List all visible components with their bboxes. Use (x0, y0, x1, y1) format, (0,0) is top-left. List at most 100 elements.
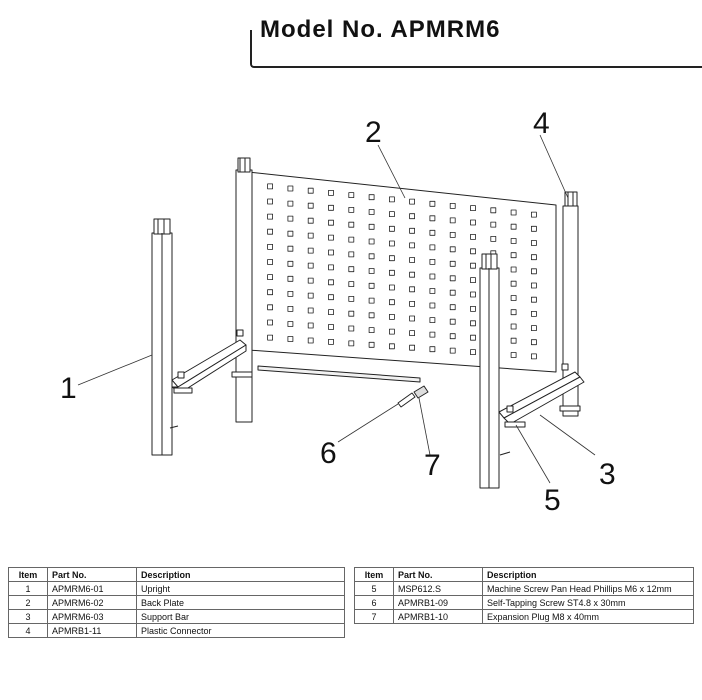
plate-hole (409, 242, 416, 249)
plate-hole (490, 221, 497, 228)
plate-hole (307, 232, 314, 239)
callout-5: 5 (544, 484, 561, 517)
plate-hole (307, 187, 314, 194)
plate-hole (449, 289, 456, 296)
plate-hole (449, 202, 456, 209)
plate-hole (287, 305, 294, 312)
plate-hole (470, 277, 476, 284)
part-no-cell: APMRM6-03 (47, 609, 137, 624)
plate-hole (531, 296, 537, 303)
plate-hole (307, 322, 314, 329)
plate-hole (531, 268, 537, 275)
plate-hole (449, 318, 456, 325)
plate-hole (388, 299, 395, 306)
plate-hole (388, 240, 395, 247)
plate-hole (531, 339, 537, 346)
plate-hole (409, 286, 416, 293)
table-row: 2 APMRM6-02 Back Plate (8, 595, 345, 610)
plate-hole (470, 205, 476, 212)
table-row: 5 MSP612.S Machine Screw Pan Head Philli… (354, 581, 694, 596)
table-row: 4 APMRB1-11 Plastic Connector (8, 623, 345, 638)
plate-hole (470, 305, 476, 312)
callout-7: 7 (424, 449, 441, 482)
parts-table-header: Item Part No. Description (354, 567, 694, 582)
self-tapping-screw (397, 392, 416, 408)
plate-hole (449, 275, 456, 282)
plate-hole (409, 315, 416, 322)
table-row: 6 APMRB1-09 Self-Tapping Screw ST4.8 x 3… (354, 595, 694, 610)
plate-hole (510, 295, 517, 301)
plate-hole (490, 207, 497, 214)
plate-hole (348, 251, 355, 258)
plate-hole (388, 269, 395, 276)
description-cell: Upright (136, 581, 345, 596)
plate-hole (409, 330, 416, 337)
plate-hole (368, 312, 375, 319)
plate-hole (470, 262, 476, 269)
plate-hole (388, 255, 395, 262)
plate-hole (348, 236, 355, 243)
plate-hole (429, 258, 436, 265)
plate-hole (348, 325, 355, 332)
plate-hole (449, 217, 456, 224)
plate-hole (510, 252, 517, 259)
plate-hole (470, 248, 476, 255)
plate-hole (531, 325, 537, 332)
plate-hole (531, 240, 537, 246)
header-part-no: Part No. (47, 567, 137, 582)
plate-hole (287, 245, 294, 252)
plate-hole (287, 260, 294, 267)
part-no-cell: APMRB1-10 (393, 609, 483, 624)
plate-hole (368, 297, 375, 304)
plate-hole (429, 346, 436, 353)
plate-hole (307, 217, 314, 224)
plate-hole (510, 266, 517, 273)
plate-hole (328, 309, 334, 316)
plate-hole (368, 327, 375, 334)
plate-hole (409, 300, 416, 307)
item-cell: 5 (354, 581, 394, 596)
description-cell: Plastic Connector (136, 623, 345, 638)
plate-hole (510, 352, 517, 358)
plate-hole (388, 284, 395, 291)
plate-hole (449, 347, 456, 354)
exploded-assembly-drawing: 1 2 3 4 5 6 7 (60, 107, 616, 517)
plate-hole (531, 225, 537, 232)
table-row: 3 APMRM6-03 Support Bar (8, 609, 345, 624)
header-description: Description (482, 567, 694, 582)
header-part-no: Part No. (393, 567, 483, 582)
plate-hole (328, 189, 334, 196)
plate-hole (328, 249, 334, 256)
item-cell: 4 (8, 623, 48, 638)
plate-hole (348, 310, 355, 317)
plate-hole (388, 211, 395, 218)
plate-hole (368, 341, 375, 348)
plate-hole (388, 343, 395, 350)
plate-hole (409, 271, 416, 278)
plate-hole (267, 334, 274, 341)
plate-hole (449, 333, 456, 340)
plate-hole (267, 304, 274, 311)
plate-hole (470, 233, 476, 240)
plate-hole (328, 338, 334, 345)
part-no-cell: APMRM6-02 (47, 595, 137, 610)
header-item: Item (8, 567, 48, 582)
plate-hole (429, 288, 436, 294)
plate-hole (510, 280, 517, 287)
parts-table-right: Item Part No. Description 5 MSP612.S Mac… (354, 567, 694, 624)
description-cell: Expansion Plug M8 x 40mm (482, 609, 694, 624)
plate-hole (328, 219, 334, 226)
plate-hole (449, 246, 456, 253)
plate-hole (267, 228, 274, 235)
plate-hole (287, 336, 294, 342)
plate-hole (267, 213, 274, 220)
plate-hole (287, 215, 294, 222)
plate-hole (267, 289, 274, 296)
plate-hole (348, 192, 355, 199)
back-plate (247, 171, 557, 383)
plate-hole (429, 273, 436, 280)
plate-hole (328, 294, 334, 301)
header-description: Description (136, 567, 345, 582)
plate-hole (449, 304, 456, 311)
plate-hole (267, 243, 274, 250)
